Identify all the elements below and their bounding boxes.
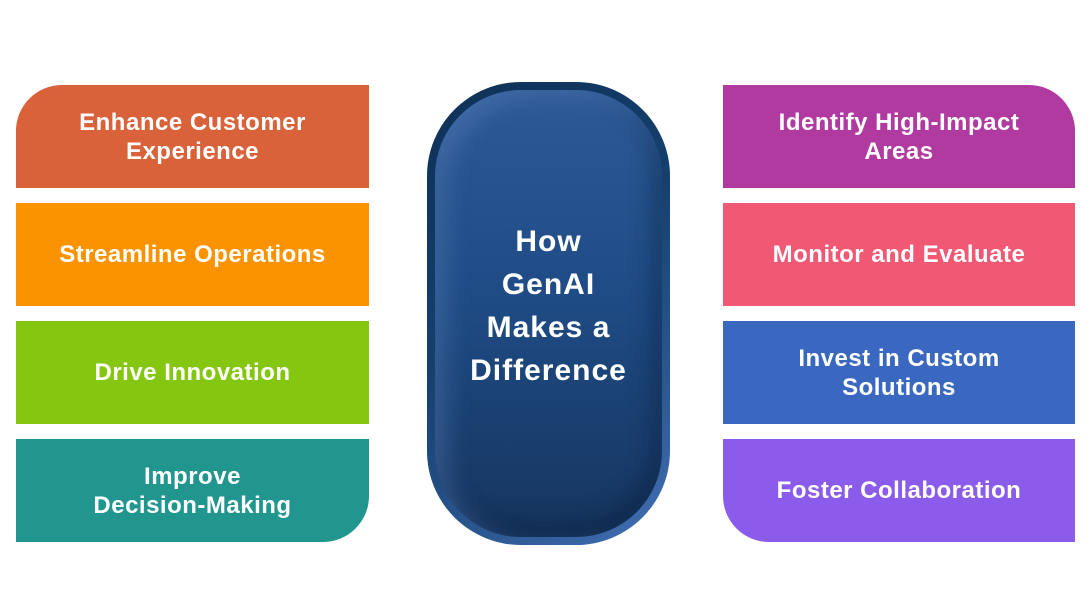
box-label: Drive Innovation bbox=[94, 359, 291, 386]
box-invest-in-custom-solutions: Invest in Custom Solutions bbox=[723, 321, 1075, 424]
box-identify-high-impact-areas: Identify High-Impact Areas bbox=[723, 85, 1075, 188]
title-line: GenAI bbox=[501, 267, 596, 301]
center-pill: How GenAI Makes a Difference bbox=[427, 82, 670, 545]
box-label: Streamline Operations bbox=[59, 241, 326, 268]
right-column: Identify High-Impact Areas Monitor and E… bbox=[723, 85, 1075, 542]
box-monitor-and-evaluate: Monitor and Evaluate bbox=[723, 203, 1075, 306]
box-drive-innovation: Drive Innovation bbox=[16, 321, 369, 424]
box-improve-decision-making: Improve Decision-Making bbox=[16, 439, 369, 542]
box-enhance-customer-experience: Enhance Customer Experience bbox=[16, 85, 369, 188]
title-line: Difference bbox=[470, 353, 627, 387]
center-pill-inner: How GenAI Makes a Difference bbox=[435, 90, 662, 537]
box-label: Identify High-Impact Areas bbox=[778, 108, 1020, 165]
title-line: How bbox=[515, 224, 582, 258]
left-column: Enhance Customer Experience Streamline O… bbox=[16, 85, 369, 542]
box-label: Foster Collaboration bbox=[776, 477, 1022, 504]
box-foster-collaboration: Foster Collaboration bbox=[723, 439, 1075, 542]
box-label: Monitor and Evaluate bbox=[772, 241, 1026, 268]
diagram-title: How GenAI Makes a Difference bbox=[470, 220, 627, 392]
box-label: Enhance Customer Experience bbox=[79, 108, 306, 165]
title-line: Makes a bbox=[486, 310, 611, 344]
box-streamline-operations: Streamline Operations bbox=[16, 203, 369, 306]
box-label: Improve Decision-Making bbox=[93, 462, 292, 519]
box-label: Invest in Custom Solutions bbox=[798, 344, 1000, 401]
